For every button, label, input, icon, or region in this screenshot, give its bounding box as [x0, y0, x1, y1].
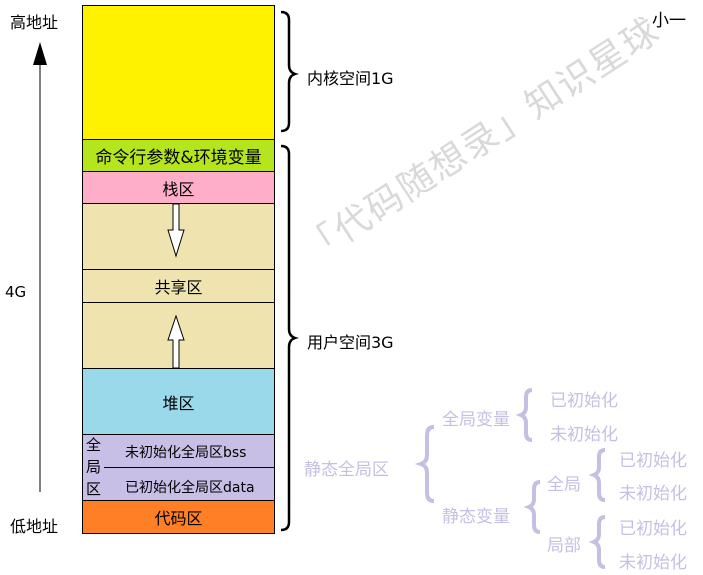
user-brace — [280, 144, 299, 532]
stack-segment: 栈区 — [82, 171, 275, 204]
tree-static-local-init: 已初始化 — [619, 519, 687, 539]
bss-label: 未初始化全局区bss — [125, 445, 247, 461]
tree-static-var: 静态变量 — [442, 507, 510, 527]
user-space-label: 用户空间3G — [307, 333, 394, 352]
size-label: 4G — [5, 283, 27, 301]
arrow-up-icon — [167, 314, 185, 369]
tree-global-var-uninit: 未初始化 — [550, 425, 618, 445]
arrow-up-icon — [33, 42, 47, 65]
tree-global-var: 全局变量 — [442, 410, 510, 430]
kernel-brace — [280, 10, 299, 133]
kernel-segment — [82, 5, 275, 140]
code-segment: 代码区 — [82, 500, 275, 534]
arrow-down-icon — [167, 203, 185, 258]
tree-static-global: 全局 — [547, 475, 581, 495]
tree-static-global-uninit: 未初始化 — [619, 484, 687, 504]
shared-segment: 共享区 — [82, 269, 275, 303]
corner-label: 小一 — [652, 11, 686, 31]
tree-static-local-uninit: 未初始化 — [619, 553, 687, 573]
tree-static-global-init: 已初始化 — [619, 451, 687, 471]
low-address-label: 低地址 — [10, 517, 59, 536]
global-divider — [104, 467, 275, 468]
tree-global-var-init: 已初始化 — [550, 391, 618, 411]
kernel-space-label: 内核空间1G — [307, 69, 394, 88]
args-env-segment: 命令行参数&环境变量 — [82, 139, 275, 172]
tree-braces — [414, 388, 606, 569]
global-label: 全局区 — [86, 436, 102, 498]
tree-root: 静态全局区 — [304, 460, 389, 480]
data-label: 已初始化全局区data — [125, 480, 255, 496]
high-address-label: 高地址 — [10, 13, 59, 32]
tree-static-local: 局部 — [547, 536, 581, 556]
